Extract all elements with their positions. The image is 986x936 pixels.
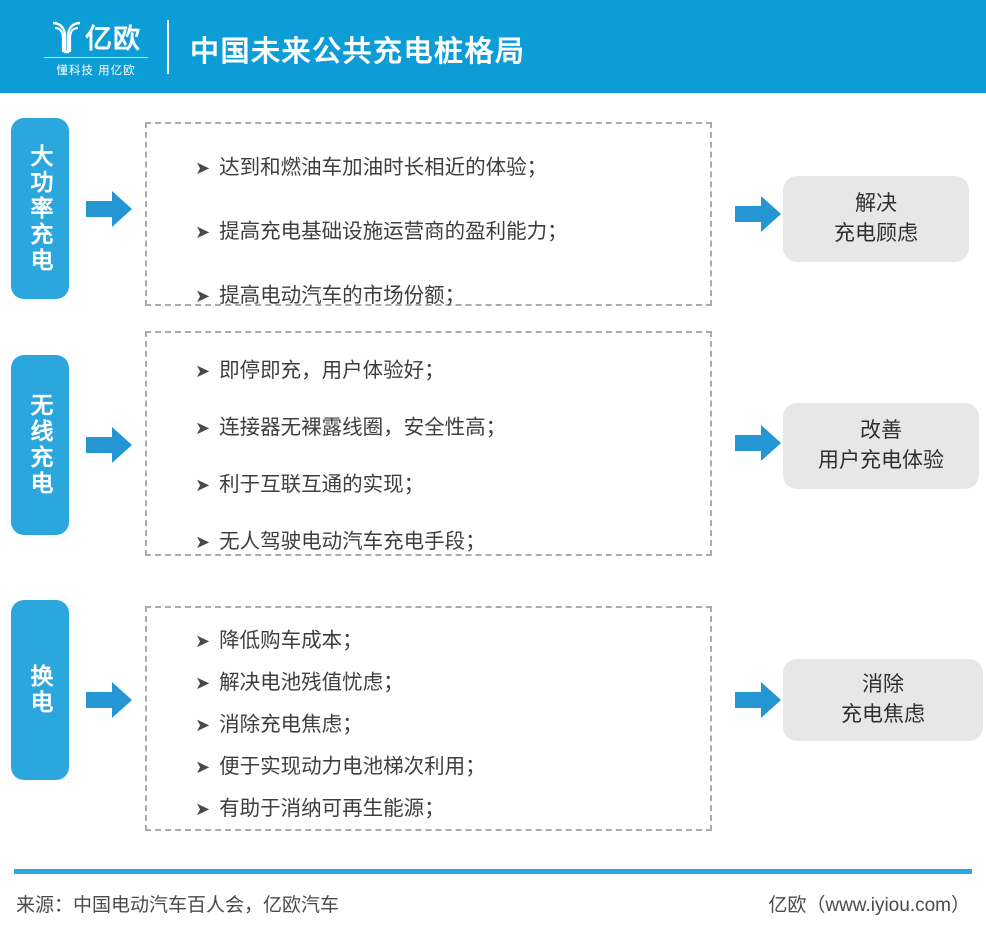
list-item: ➤ 利于互联互通的实现； xyxy=(195,467,710,497)
source-note: 来源：中国电动汽车百人会，亿欧汽车 xyxy=(16,895,340,916)
benefits-box-3: ➤ 降低购车成本； ➤ 解决电池残值忧虑； ➤ 消除充电焦虑； ➤ 便于实现动力… xyxy=(145,606,712,831)
bullet-text: 达到和燃油车加油时长相近的体验； xyxy=(219,156,548,179)
brand-logo: 亿欧 懂科技 用亿欧 xyxy=(40,16,152,78)
result-text-3: 消除 充电焦虑 xyxy=(841,673,925,726)
category-label-2: 无线充电 xyxy=(27,393,53,497)
benefits-list-2: ➤ 即停即充，用户体验好； ➤ 连接器无裸露线圈，安全性高； ➤ 利于互联互通的… xyxy=(147,333,710,554)
bullet-text: 提高电动汽车的市场份额； xyxy=(219,284,466,307)
flow-arrow-3-left xyxy=(86,681,132,719)
chevron-right-icon: ➤ xyxy=(195,673,211,693)
chevron-right-icon: ➤ xyxy=(195,361,211,381)
logo-row: 亿欧 xyxy=(51,16,141,54)
flow-arrow-1-right xyxy=(735,195,781,233)
bullet-text: 无人驾驶电动汽车充电手段； xyxy=(219,530,486,553)
bullet-text: 降低购车成本； xyxy=(219,629,363,652)
bullet-text: 解决电池残值忧虑； xyxy=(219,671,404,694)
logo-wordmark: 亿欧 xyxy=(85,24,141,54)
category-box-2[interactable]: 无线充电 xyxy=(11,355,69,535)
list-item: ➤ 提高电动汽车的市场份额； xyxy=(195,278,710,308)
list-item: ➤ 便于实现动力电池梯次利用； xyxy=(195,749,710,779)
list-item: ➤ 即停即充，用户体验好； xyxy=(195,353,710,383)
category-label-1: 大功率充电 xyxy=(27,143,53,274)
list-item: ➤ 连接器无裸露线圈，安全性高； xyxy=(195,410,710,440)
site-attribution: 亿欧（www.iyiou.com） xyxy=(768,895,970,916)
result-text-2: 改善 用户充电体验 xyxy=(818,419,944,472)
page-title: 中国未来公共充电桩格局 xyxy=(190,36,526,68)
flow-arrow-2-left xyxy=(86,426,132,464)
bullet-text: 连接器无裸露线圈，安全性高； xyxy=(219,416,507,439)
chevron-right-icon: ➤ xyxy=(195,799,211,819)
list-item: ➤ 无人驾驶电动汽车充电手段； xyxy=(195,524,710,554)
benefits-box-1: ➤ 达到和燃油车加油时长相近的体验； ➤ 提高充电基础设施运营商的盈利能力； ➤… xyxy=(145,122,712,308)
chevron-right-icon: ➤ xyxy=(195,222,211,242)
result-box-2[interactable]: 改善 用户充电体验 xyxy=(783,403,979,489)
chevron-right-icon: ➤ xyxy=(195,286,211,306)
list-item: ➤ 有助于消纳可再生能源； xyxy=(195,791,710,821)
category-label-3: 换电 xyxy=(27,664,53,716)
list-item: ➤ 降低购车成本； xyxy=(195,623,710,653)
chevron-right-icon: ➤ xyxy=(195,158,211,178)
result-text-1: 解决 充电顾虑 xyxy=(834,192,918,245)
flow-arrow-2-right xyxy=(735,424,781,462)
logo-divider xyxy=(44,57,148,58)
page-header: 亿欧 懂科技 用亿欧 中国未来公共充电桩格局 xyxy=(0,0,986,93)
category-box-1[interactable]: 大功率充电 xyxy=(11,118,69,299)
flow-arrow-1-left xyxy=(86,190,132,228)
list-item: ➤ 提高充电基础设施运营商的盈利能力； xyxy=(195,214,710,244)
chevron-right-icon: ➤ xyxy=(195,631,211,651)
bullet-text: 便于实现动力电池梯次利用； xyxy=(219,755,486,778)
benefits-box-2: ➤ 即停即充，用户体验好； ➤ 连接器无裸露线圈，安全性高； ➤ 利于互联互通的… xyxy=(145,331,712,556)
category-box-3[interactable]: 换电 xyxy=(11,600,69,780)
result-box-1[interactable]: 解决 充电顾虑 xyxy=(783,176,969,262)
chevron-right-icon: ➤ xyxy=(195,757,211,777)
result-box-3[interactable]: 消除 充电焦虑 xyxy=(783,659,983,741)
chevron-right-icon: ➤ xyxy=(195,715,211,735)
chevron-right-icon: ➤ xyxy=(195,532,211,552)
list-item: ➤ 解决电池残值忧虑； xyxy=(195,665,710,695)
chevron-right-icon: ➤ xyxy=(195,475,211,495)
bullet-text: 提高充电基础设施运营商的盈利能力； xyxy=(219,220,568,243)
footer-divider xyxy=(14,869,972,874)
yiou-logo-icon xyxy=(51,20,81,54)
benefits-list-1: ➤ 达到和燃油车加油时长相近的体验； ➤ 提高充电基础设施运营商的盈利能力； ➤… xyxy=(147,124,710,308)
logo-tagline: 懂科技 用亿欧 xyxy=(56,65,136,77)
benefits-list-3: ➤ 降低购车成本； ➤ 解决电池残值忧虑； ➤ 消除充电焦虑； ➤ 便于实现动力… xyxy=(147,608,710,821)
list-item: ➤ 达到和燃油车加油时长相近的体验； xyxy=(195,150,710,180)
bullet-text: 消除充电焦虑； xyxy=(219,713,363,736)
bullet-text: 有助于消纳可再生能源； xyxy=(219,797,445,820)
bullet-text: 即停即充，用户体验好； xyxy=(219,359,445,382)
list-item: ➤ 消除充电焦虑； xyxy=(195,707,710,737)
chevron-right-icon: ➤ xyxy=(195,418,211,438)
flow-arrow-3-right xyxy=(735,681,781,719)
header-vertical-divider xyxy=(167,20,169,74)
bullet-text: 利于互联互通的实现； xyxy=(219,473,425,496)
